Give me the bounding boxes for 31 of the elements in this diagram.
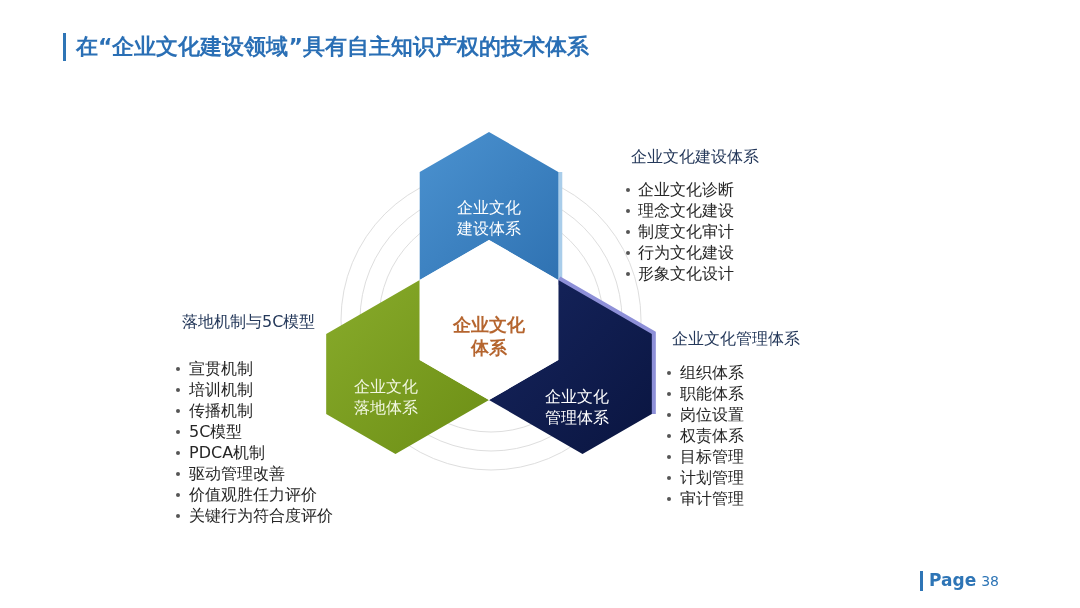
- slide-title: 在“企业文化建设领域”具有自主知识产权的技术体系: [76, 33, 589, 61]
- list-item-text: 价值观胜任力评价: [189, 484, 317, 505]
- notched-hexagon-segment: [326, 280, 489, 454]
- list-item-text: 5C模型: [189, 421, 243, 442]
- list-item-text: 宣贯机制: [189, 358, 253, 379]
- list-item-text: 目标管理: [680, 446, 744, 467]
- list-item-text: 关键行为符合度评价: [189, 505, 333, 526]
- list-item-text: 组织体系: [680, 362, 744, 383]
- list-item-text: 企业文化诊断: [638, 179, 734, 200]
- list-item-text: PDCA机制: [189, 442, 266, 463]
- list-item-text: 驱动管理改善: [189, 463, 285, 484]
- page-number: 38: [981, 572, 999, 591]
- list-item-text: 理念文化建设: [638, 200, 734, 221]
- list-item-text: 形象文化设计: [638, 263, 734, 284]
- list-item-text: 计划管理: [680, 467, 744, 488]
- list-item-text: 制度文化审计: [638, 221, 734, 242]
- node-label: 企业文化体系: [452, 312, 526, 360]
- list-item-text: 传播机制: [189, 400, 253, 421]
- list-item-text: 审计管理: [680, 488, 744, 509]
- list-item-text: 权责体系: [680, 425, 744, 446]
- section-heading: 企业文化建设体系: [631, 147, 759, 167]
- section-heading: 企业文化管理体系: [672, 329, 800, 349]
- node-label: 企业文化落地体系: [353, 377, 419, 419]
- list-item-text: 行为文化建设: [638, 242, 734, 263]
- node-label: 企业文化管理体系: [544, 387, 610, 429]
- section-heading: 落地机制与5C模型: [182, 312, 316, 332]
- node-label: 企业文化建设体系: [456, 198, 522, 240]
- page-label: Page: [929, 569, 977, 591]
- list-item-text: 职能体系: [680, 383, 744, 404]
- list-item-text: 岗位设置: [680, 404, 744, 425]
- list-item-text: 培训机制: [189, 379, 253, 400]
